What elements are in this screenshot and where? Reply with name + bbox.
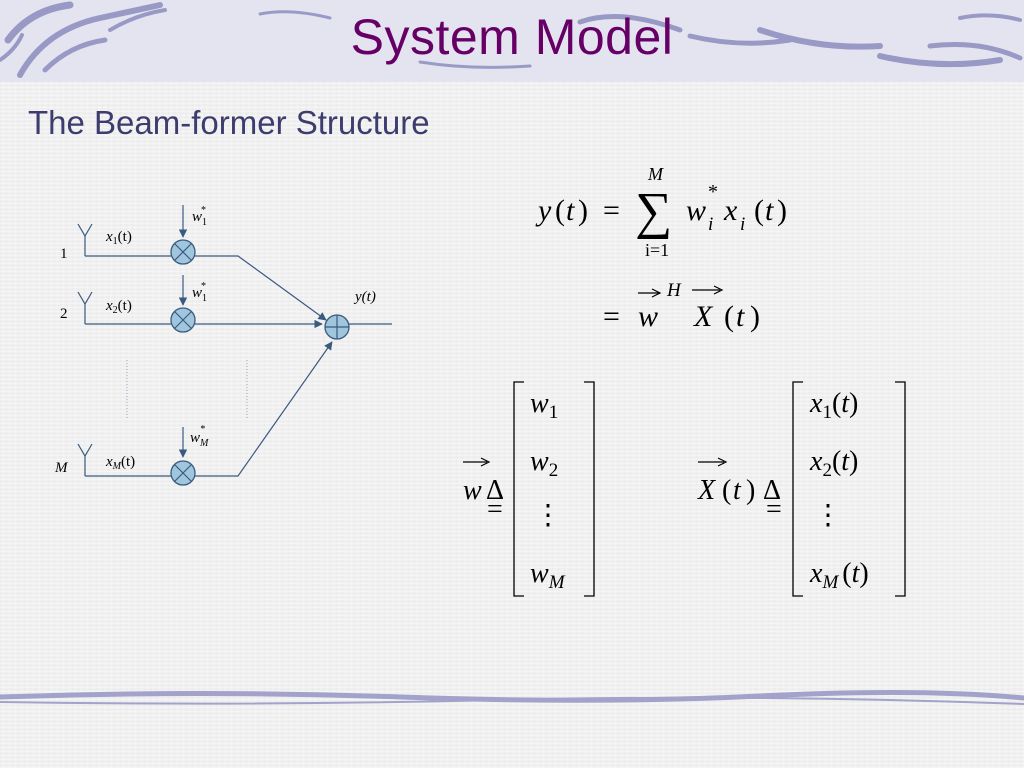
svg-text:): ) [578, 194, 588, 227]
antenna-branch-1: 1 x1(t) w1* [60, 205, 327, 321]
svg-text:X: X [697, 475, 716, 506]
svg-text:x1(t): x1(t) [809, 388, 858, 423]
multiplier-node-2 [170, 307, 196, 333]
svg-text:=: = [487, 494, 503, 525]
slide-subtitle: The Beam-former Structure [28, 104, 430, 141]
antenna-icon [77, 443, 93, 476]
svg-text:y: y [535, 194, 552, 227]
antenna-branch-m: M xM(t) wM* [54, 341, 333, 486]
antenna-icon [77, 291, 93, 324]
signal-label-1: x [105, 229, 113, 245]
svg-text:wM: wM [530, 558, 566, 593]
signal-label-m: x [105, 454, 113, 470]
svg-text:(: ( [724, 300, 734, 333]
svg-text:⋮: ⋮ [534, 500, 562, 531]
svg-text:xM(t): xM(t) [809, 558, 869, 593]
svg-text:): ) [750, 300, 760, 333]
svg-text:x1(t): x1(t) [105, 229, 132, 247]
svg-text:i: i [708, 214, 713, 235]
svg-text:w1*: w1* [192, 205, 207, 228]
antenna-branch-2: 2 x2(t) w1* [60, 275, 323, 333]
equation-vector-form: = w H X ( t ) [603, 280, 760, 333]
svg-text:t: t [765, 194, 774, 227]
weight-label-2: w [192, 285, 202, 301]
antenna-index-2: 2 [60, 306, 68, 322]
equation-output-sum: y ( t ) = ∑ M i=1 w * i x i ( t ) [535, 164, 787, 260]
svg-text:=: = [603, 194, 620, 227]
svg-text:w: w [638, 300, 658, 333]
signal-label-2: x [105, 298, 113, 314]
svg-text:w: w [463, 475, 482, 506]
svg-text:t: t [733, 475, 742, 506]
weight-label-1: w [192, 209, 202, 225]
svg-text:∑: ∑ [635, 183, 672, 240]
svg-text:x: x [723, 194, 738, 227]
svg-text:*: * [708, 181, 718, 203]
svg-text:i: i [740, 214, 745, 235]
output-label: y(t) [353, 289, 376, 305]
equation-weight-vector: w Δ = w1 w2 ⋮ wM [463, 381, 595, 597]
summation-node [324, 314, 350, 340]
define-symbol-w: Δ [486, 475, 504, 506]
svg-text:x2(t): x2(t) [809, 446, 858, 481]
svg-text:w2: w2 [530, 446, 558, 481]
svg-text:): ) [746, 475, 755, 506]
svg-text:w1*: w1* [192, 281, 207, 304]
svg-text:w: w [686, 194, 706, 227]
svg-text:X: X [693, 300, 714, 333]
svg-text:t: t [736, 300, 745, 333]
svg-text:t: t [566, 194, 575, 227]
svg-text:w1: w1 [530, 388, 558, 423]
antenna-index-m: M [54, 460, 69, 476]
svg-text:⋮: ⋮ [814, 500, 842, 531]
equation-signal-vector: X ( t ) Δ = x1(t) x2(t) ⋮ xM(t) [697, 381, 906, 597]
svg-text:(: ( [754, 194, 764, 227]
ellipsis-dots [126, 360, 248, 418]
svg-text:xM(t): xM(t) [105, 454, 135, 472]
multiplier-node-1 [170, 239, 196, 265]
svg-text:wM*: wM* [190, 424, 209, 449]
svg-text:): ) [777, 194, 787, 227]
antenna-icon [77, 223, 93, 256]
weight-label-m: w [190, 430, 200, 446]
define-symbol-x: Δ [763, 475, 781, 506]
svg-text:=: = [603, 300, 620, 333]
slide-title: System Model [350, 9, 674, 65]
hermitian-label: H [666, 280, 682, 301]
svg-text:x2(t): x2(t) [105, 298, 132, 316]
sum-upper-limit: M [647, 164, 664, 184]
svg-text:(: ( [555, 194, 565, 227]
sum-lower-limit: i=1 [645, 240, 669, 260]
multiplier-node-m [170, 460, 196, 486]
antenna-index-1: 1 [60, 246, 68, 262]
svg-text:(: ( [722, 475, 731, 506]
svg-text:=: = [766, 494, 782, 525]
